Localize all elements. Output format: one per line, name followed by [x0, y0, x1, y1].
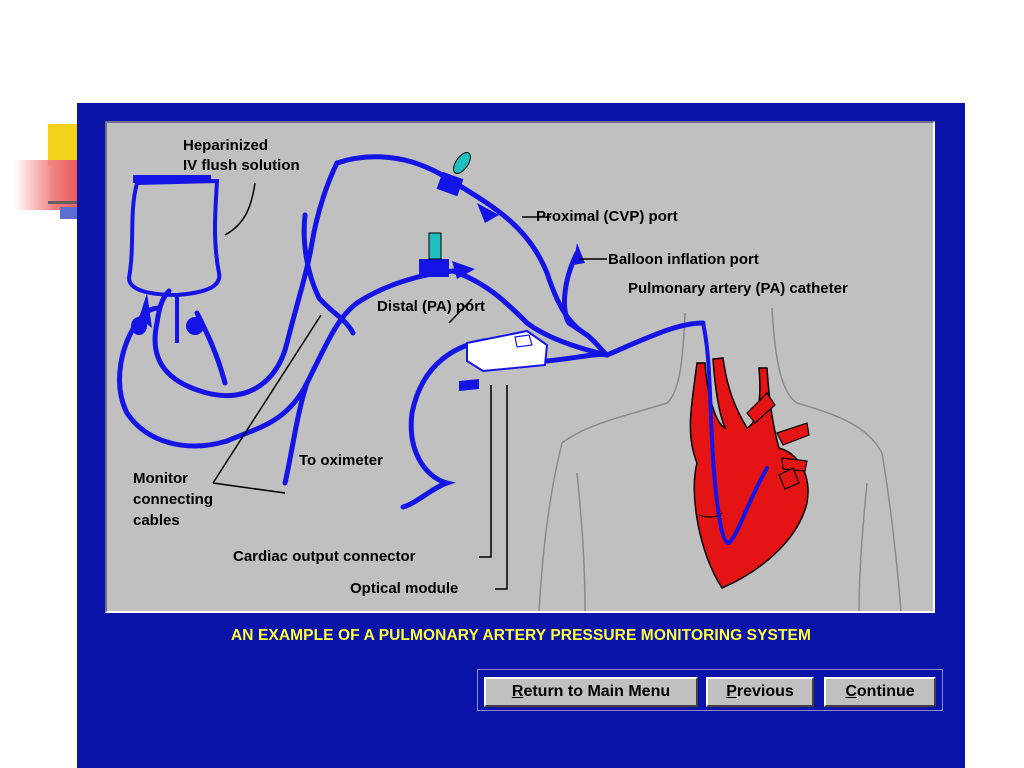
pa-monitoring-diagram: Heparinized IV flush solution Proximal (… — [117, 137, 902, 611]
label-to-oximeter: To oximeter — [299, 452, 383, 469]
label-balloon-port: Balloon inflation port — [608, 251, 759, 268]
label-iv-flush: IV flush solution — [183, 157, 300, 174]
return-mnemonic: R — [511, 683, 524, 700]
tubing — [117, 154, 769, 546]
label-cardiac-output: Cardiac output connector — [233, 548, 416, 565]
label-pa-catheter: Pulmonary artery (PA) catheter — [628, 280, 848, 297]
previous-mnemonic: P — [726, 683, 737, 700]
previous-label: revious — [736, 683, 794, 700]
iv-bag — [126, 175, 222, 343]
app-window: Heparinized IV flush solution Proximal (… — [77, 103, 965, 768]
diagram-panel: Heparinized IV flush solution Proximal (… — [105, 121, 935, 613]
label-optical-module: Optical module — [350, 580, 458, 597]
return-label: eturn to Main Menu — [523, 683, 671, 700]
continue-label: ontinue — [856, 683, 915, 700]
label-connecting: connecting — [133, 491, 213, 508]
optical-module — [459, 329, 549, 391]
label-monitor: Monitor — [133, 470, 188, 487]
label-distal-port: Distal (PA) port — [377, 298, 485, 315]
label-proximal-port: Proximal (CVP) port — [536, 208, 678, 225]
label-heparinized: Heparinized — [183, 137, 268, 154]
label-cables: cables — [133, 512, 180, 529]
stopcocks — [419, 152, 585, 279]
continue-mnemonic: C — [845, 683, 857, 700]
diagram-caption: AN EXAMPLE OF A PULMONARY ARTERY PRESSUR… — [230, 627, 812, 644]
leader-lines — [212, 182, 607, 590]
